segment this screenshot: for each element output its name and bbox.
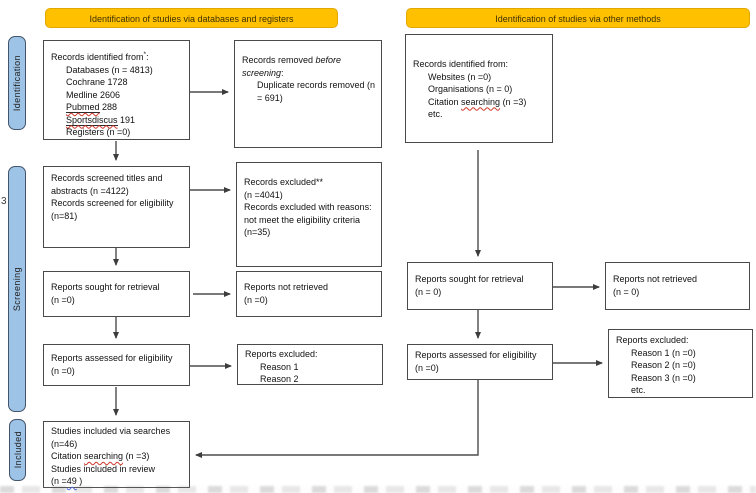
header-other-methods: Identification of studies via other meth…: [406, 8, 750, 28]
box-reports-excluded-right: Reports excluded: Reason 1 (n =0) Reason…: [608, 329, 753, 398]
studies-included-line1: Studies included via searches: [51, 426, 171, 436]
arrow-assessed-right-to-included: [195, 380, 479, 458]
records-screened-eligibility: Records screened for eligibility (n=81): [51, 198, 174, 221]
reports-excluded-right-reason1: Reason 1 (n =0): [631, 347, 696, 358]
records-identified-other-title: Records identified from:: [413, 59, 509, 69]
line-pubmed: Pubmed 288: [66, 102, 118, 113]
line-duplicates-removed: Duplicate records removed (n = 691): [257, 80, 376, 103]
box-records-removed: Records removed before screening: Duplic…: [234, 40, 382, 148]
reports-excluded-right-reason2: Reason 2 (n =0): [631, 360, 696, 370]
studies-included-line4: Studies included in review: [51, 463, 156, 474]
records-excluded-reasons: Records excluded with reasons: not meet …: [244, 202, 372, 237]
records-screened-titles: Records screened titles and abstracts (n…: [51, 173, 163, 196]
records-excluded-line2: (n =4041): [244, 189, 283, 200]
footnote-marker: *: [143, 51, 147, 58]
reports-excluded-left-title: Reports excluded:: [245, 349, 318, 359]
reports-excluded-left-reason2: Reason 2: [260, 374, 299, 384]
line-registers: Registers (n =0): [66, 127, 131, 137]
line-organisations: Organisations (n = 0): [428, 84, 513, 94]
studies-included-line3: Citation searching (n =3): [51, 451, 150, 461]
cropped-caption-blur: [0, 486, 756, 493]
reports-assessed-right-line1: Reports assessed for eligibility: [415, 350, 537, 360]
box-records-identified-databases: Records identified from*: Databases (n =…: [43, 40, 190, 140]
records-removed-title: Records removed before screening:: [242, 55, 342, 78]
reports-assessed-left-line1: Reports assessed for eligibility: [51, 353, 173, 363]
reports-excluded-left-reason1: Reason 1: [260, 361, 299, 372]
phase-label-identification-text: Identification: [12, 54, 22, 112]
box-reports-sought-left: Reports sought for retrieval (n =0): [43, 271, 190, 317]
reports-excluded-right-title: Reports excluded:: [616, 335, 689, 345]
line-websites: Websites (n =0): [428, 71, 492, 82]
line-sportsdiscus: Sportsdiscus 191: [66, 114, 136, 126]
reports-sought-right-line1: Reports sought for retrieval: [415, 274, 524, 284]
studies-included-line5: (n =49 ): [51, 476, 83, 486]
header-databases-registers: Identification of studies via databases …: [45, 8, 338, 28]
records-excluded-line1: Records excluded**: [244, 177, 324, 187]
box-reports-excluded-left: Reports excluded: Reason 1 Reason 2: [237, 344, 383, 385]
phase-label-included: Included: [9, 419, 26, 481]
phase-label-screening: Screening: [8, 166, 26, 412]
studies-included-line2: (n=46): [51, 438, 78, 449]
line-cochrane: Cochrane 1728: [66, 77, 128, 87]
reports-assessed-left-line2: (n =0): [51, 365, 75, 376]
line-medline: Medline 2606: [66, 89, 121, 100]
reports-not-retrieved-right-line1: Reports not retrieved: [613, 274, 698, 284]
margin-note: 3: [1, 196, 7, 207]
box-reports-sought-right: Reports sought for retrieval (n = 0): [407, 262, 553, 310]
reports-assessed-right-line2: (n =0): [415, 362, 439, 373]
reports-not-retrieved-left-line1: Reports not retrieved: [244, 282, 329, 292]
line-citation-searching: Citation searching (n =3): [428, 96, 527, 107]
reports-not-retrieved-left-line2: (n =0): [244, 294, 268, 305]
line-etc: etc.: [428, 109, 443, 119]
reports-excluded-right-etc: etc.: [631, 385, 646, 395]
box-records-screened: Records screened titles and abstracts (n…: [43, 166, 190, 248]
reports-sought-right-line2: (n = 0): [415, 286, 442, 297]
box-reports-not-retrieved-left: Reports not retrieved (n =0): [236, 271, 382, 317]
reports-sought-left-line1: Reports sought for retrieval: [51, 282, 160, 292]
reports-not-retrieved-right-line2: (n = 0): [613, 286, 640, 297]
records-identified-title: Records identified from*:: [51, 51, 149, 62]
phase-label-screening-text: Screening: [12, 266, 22, 312]
box-records-excluded: Records excluded** (n =4041) Records exc…: [236, 162, 382, 267]
phase-label-identification: Identification: [8, 36, 26, 130]
box-studies-included: Studies included via searches (n=46) Cit…: [43, 421, 190, 488]
reports-sought-left-line2: (n =0): [51, 294, 75, 305]
box-reports-not-retrieved-right: Reports not retrieved (n = 0): [605, 262, 750, 310]
phase-label-included-text: Included: [12, 431, 23, 469]
reports-excluded-right-reason3: Reason 3 (n =0): [631, 372, 696, 383]
box-records-identified-other: Records identified from: Websites (n =0)…: [405, 34, 553, 143]
box-reports-assessed-right: Reports assessed for eligibility (n =0): [407, 344, 553, 380]
box-reports-assessed-left: Reports assessed for eligibility (n =0): [43, 344, 190, 386]
line-databases: Databases (n = 4813): [66, 64, 153, 75]
